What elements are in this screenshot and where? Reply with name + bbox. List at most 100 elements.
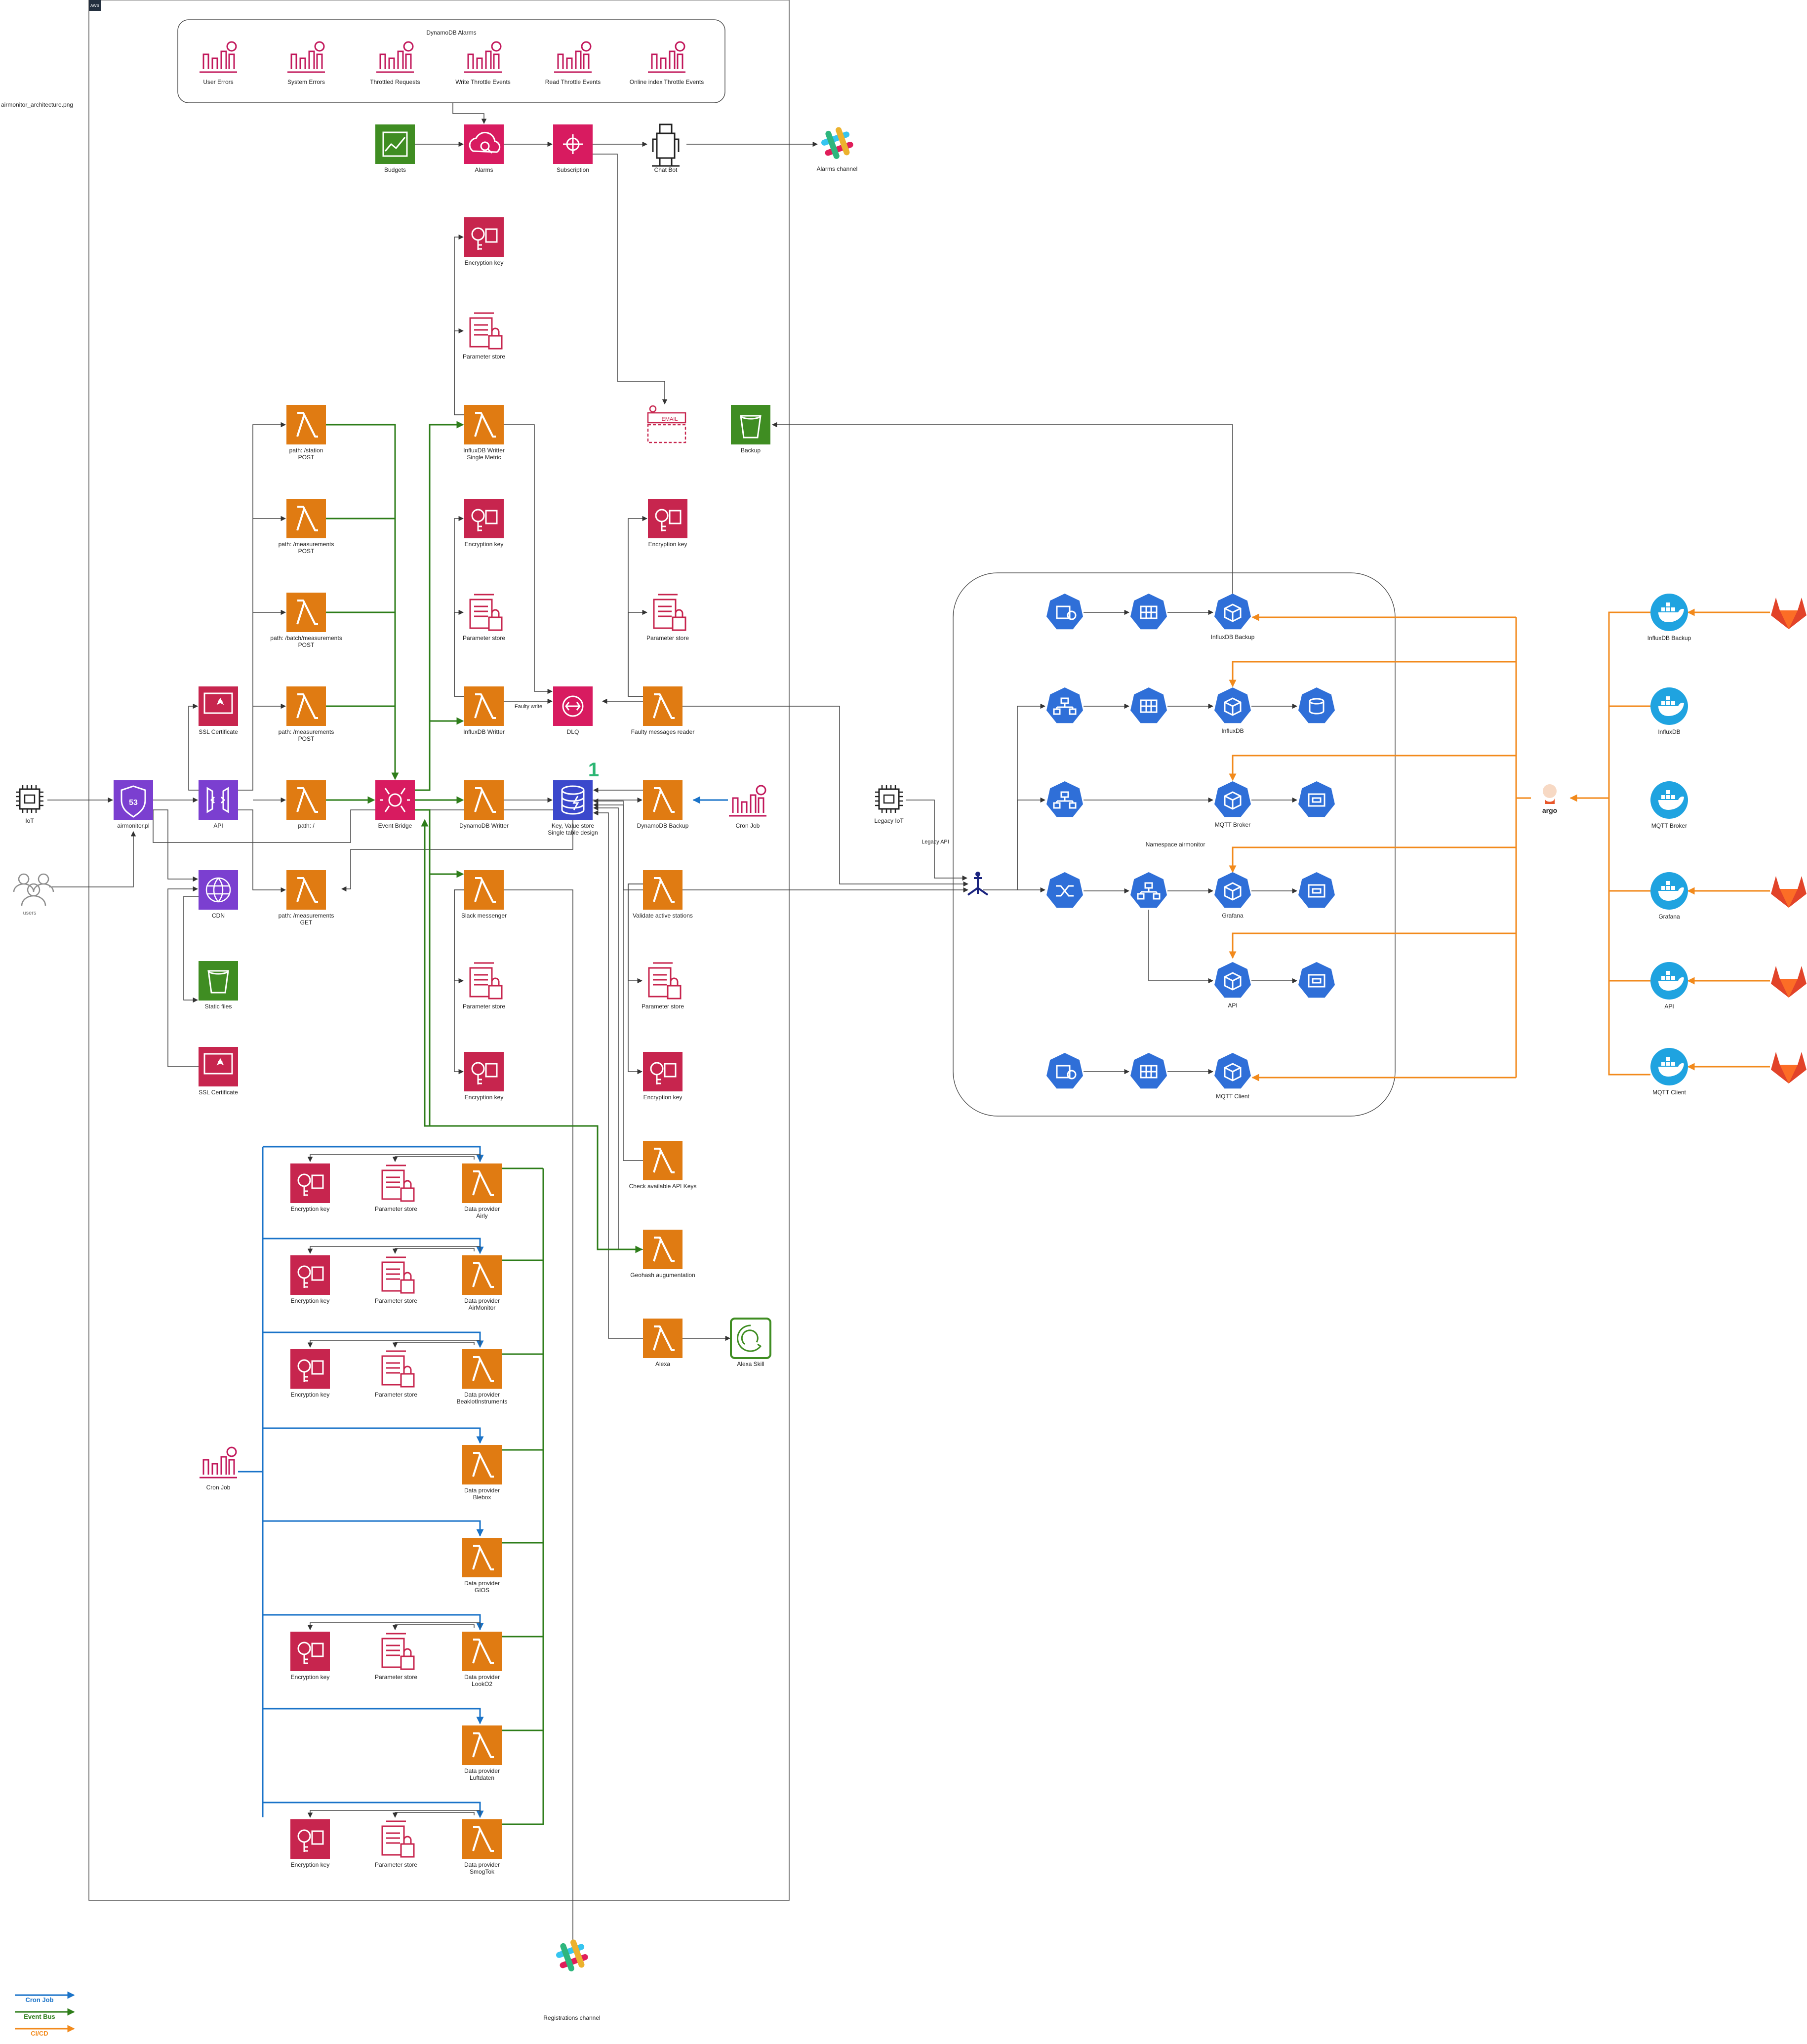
- lambda-data-provider-0[interactable]: [462, 1163, 502, 1203]
- namespace-label: Namespace airmonitor: [1146, 841, 1205, 848]
- pvc-k8s-icon-glyph: [1309, 698, 1325, 715]
- fox-glyph-inner: [1780, 979, 1798, 998]
- docker-image-icon-1: [1650, 687, 1688, 725]
- job-k8s-icon-2[interactable]: [1130, 1053, 1167, 1089]
- parameter-store-icon[interactable]: [469, 594, 503, 631]
- lambda-glyph: [296, 412, 318, 438]
- dlq-sqs-icon[interactable]: [553, 686, 593, 726]
- label: Faulty messages reader: [631, 728, 695, 735]
- lambda-data-provider-2[interactable]: [462, 1349, 502, 1389]
- label: Encryption key: [465, 259, 504, 266]
- encryption-key-icon[interactable]: [648, 499, 687, 538]
- lambda-validate-stations[interactable]: [643, 870, 683, 910]
- connector: [415, 421, 464, 791]
- label: Backup: [741, 447, 761, 454]
- encryption-key-icon[interactable]: [290, 1163, 330, 1203]
- parameter-store-icon[interactable]: [469, 312, 503, 350]
- pvc-k8s-icon[interactable]: [1298, 687, 1335, 723]
- route53-icon[interactable]: [114, 780, 153, 820]
- lambda-measurements-post[interactable]: [286, 499, 326, 538]
- parameter-store-icon[interactable]: [381, 1820, 415, 1858]
- connector: [502, 1168, 544, 1825]
- job-k8s-icon[interactable]: [1130, 594, 1167, 630]
- lambda-geohash[interactable]: [643, 1230, 683, 1269]
- parameter-store-icon[interactable]: [648, 962, 682, 1000]
- ssl-certificate-icon-2[interactable]: [199, 1047, 238, 1086]
- influxdb-pod-icon[interactable]: [1214, 687, 1251, 723]
- encryption-key-icon[interactable]: [290, 1349, 330, 1389]
- service-k8s-icon-2[interactable]: [1298, 872, 1335, 908]
- encryption-key-icon[interactable]: [290, 1632, 330, 1671]
- lambda-dynamo-writer[interactable]: [464, 780, 504, 820]
- alarms-icon-bg: [464, 124, 504, 164]
- cronjob-k8s-icon-2-bg: [1046, 1053, 1083, 1089]
- connector: [263, 1238, 484, 1254]
- encryption-key-icon[interactable]: [290, 1255, 330, 1295]
- grafana-pod-icon[interactable]: [1214, 872, 1251, 908]
- mqtt-broker-pod-icon[interactable]: [1214, 781, 1251, 817]
- label: users: [23, 910, 37, 916]
- lambda-batch-post[interactable]: [286, 593, 326, 632]
- legacy-api-label: Legacy API: [922, 839, 949, 845]
- job-k8s-icon-2-bg: [1130, 1053, 1167, 1089]
- service-k8s-icon-3[interactable]: [1298, 962, 1335, 998]
- lambda-data-provider-3[interactable]: [462, 1445, 502, 1484]
- grafana-pod-icon-glyph: [1224, 882, 1242, 901]
- lambda-check-api-keys[interactable]: [643, 1141, 683, 1180]
- lambda-faulty-reader[interactable]: [643, 686, 683, 726]
- cdn-cloudfront-icon[interactable]: [199, 870, 238, 910]
- dynamodb-table-icon[interactable]: [553, 780, 593, 820]
- encryption-key-icon[interactable]: [464, 1052, 504, 1091]
- api-gateway-icon[interactable]: [199, 780, 238, 820]
- ssl-certificate-icon[interactable]: [199, 686, 238, 726]
- lambda-alexa[interactable]: [643, 1319, 683, 1358]
- lambda-data-provider-1[interactable]: [462, 1255, 502, 1295]
- lambda-influx-single[interactable]: [464, 405, 504, 444]
- deployment-k8s-icon-2[interactable]: [1046, 781, 1083, 817]
- lambda-slack-messenger[interactable]: [464, 870, 504, 910]
- cronjob-k8s-icon[interactable]: [1046, 594, 1083, 630]
- lambda-data-provider-4[interactable]: [462, 1538, 502, 1577]
- budgets-icon[interactable]: [375, 124, 415, 164]
- alarms-icon[interactable]: [464, 124, 504, 164]
- encryption-key-icon[interactable]: [290, 1819, 330, 1859]
- api-pod-icon[interactable]: [1214, 962, 1251, 998]
- lambda-influx-writer[interactable]: [464, 686, 504, 726]
- mqtt-client-pod-icon[interactable]: [1214, 1053, 1251, 1089]
- lambda-measurements-post-2[interactable]: [286, 686, 326, 726]
- parameter-store-icon[interactable]: [653, 594, 686, 631]
- deployment-k8s-icon-glyph: [1053, 697, 1077, 715]
- static-files-s3-icon[interactable]: [199, 961, 238, 1001]
- encryption-key-icon[interactable]: [643, 1052, 683, 1091]
- lambda-data-provider-5[interactable]: [462, 1632, 502, 1671]
- lambda-dynamo-backup[interactable]: [643, 780, 683, 820]
- statefulset-k8s-icon[interactable]: [1130, 687, 1167, 723]
- file-label: airmonitor_architecture.png: [1, 101, 73, 108]
- encryption-key-icon[interactable]: [464, 217, 504, 257]
- lambda-measurements-get[interactable]: [286, 870, 326, 910]
- lambda-data-provider-6[interactable]: [462, 1725, 502, 1765]
- event-bridge-icon[interactable]: [375, 780, 415, 820]
- lambda-station-post[interactable]: [286, 405, 326, 444]
- parameter-store-icon[interactable]: [381, 1350, 415, 1388]
- key-glyph: [303, 1174, 324, 1196]
- backup-s3-icon[interactable]: [731, 405, 770, 444]
- deployment-k8s-icon-3[interactable]: [1130, 872, 1167, 908]
- parameter-store-icon[interactable]: [381, 1633, 415, 1670]
- lambda-root-bg: [286, 780, 326, 820]
- encryption-key-icon[interactable]: [464, 499, 504, 538]
- deployment-k8s-icon[interactable]: [1046, 687, 1083, 723]
- subscription-sns-icon[interactable]: [553, 124, 593, 164]
- cronjob-k8s-icon-2[interactable]: [1046, 1053, 1083, 1089]
- lambda-root[interactable]: [286, 780, 326, 820]
- lambda-glyph: [653, 693, 675, 719]
- lambda-data-provider-7[interactable]: [462, 1819, 502, 1859]
- parameter-store-icon[interactable]: [381, 1164, 415, 1202]
- service-k8s-icon[interactable]: [1298, 781, 1335, 817]
- ingress-k8s-icon[interactable]: [1046, 872, 1083, 908]
- parameter-store-icon[interactable]: [381, 1256, 415, 1294]
- parameter-store-icon[interactable]: [469, 962, 503, 1000]
- api-pod-icon-bg: [1214, 962, 1251, 998]
- connector: [628, 883, 643, 1075]
- influx-backup-pod-icon[interactable]: [1214, 594, 1251, 630]
